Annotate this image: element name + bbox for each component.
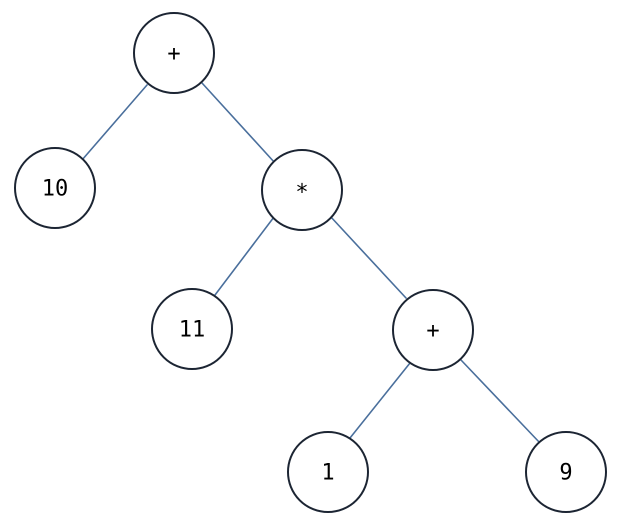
node-root-plus: +: [133, 12, 215, 94]
edge-root-plus-to-leaf-10: [81, 84, 148, 161]
node-circle: [287, 431, 369, 513]
node-leaf-9: 9: [525, 431, 607, 513]
node-leaf-1: 1: [287, 431, 369, 513]
node-circle: [151, 288, 233, 370]
node-label: *: [295, 181, 308, 206]
node-label: +: [426, 319, 439, 344]
node-leaf-10: 10: [14, 147, 96, 229]
node-label: 11: [179, 318, 206, 343]
node-circle: [261, 149, 343, 231]
edge-root-plus-to-times: [201, 82, 276, 164]
node-inner-plus: +: [392, 289, 474, 371]
node-times: *: [261, 149, 343, 231]
node-circle: [392, 289, 474, 371]
edge-inner-plus-to-leaf-1: [349, 362, 411, 439]
node-label: 9: [559, 461, 572, 486]
node-circle: [525, 431, 607, 513]
edge-times-to-leaf-11: [214, 216, 275, 296]
node-label: 10: [42, 177, 69, 202]
node-circle: [14, 147, 96, 229]
edge-inner-plus-to-leaf-9: [460, 359, 541, 444]
node-label: +: [167, 42, 180, 67]
node-leaf-11: 11: [151, 288, 233, 370]
edge-times-to-inner-plus: [329, 215, 407, 299]
node-label: 1: [321, 461, 334, 486]
node-circle: [133, 12, 215, 94]
